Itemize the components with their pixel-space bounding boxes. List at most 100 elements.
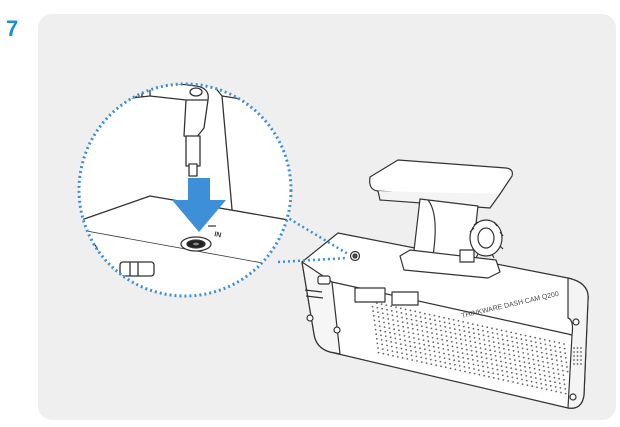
grille-dot [554,350,557,352]
vent-dot [573,363,575,365]
grille-dot [521,383,524,385]
grille-dot [447,317,450,320]
grille-dot [564,392,567,395]
grille-dot [523,361,526,364]
grille-dot [396,355,399,358]
grille-dot [507,380,510,382]
grille-dot [514,363,517,366]
grille-dot [434,323,437,326]
grille-dot [389,331,391,334]
grille-dot [462,325,465,328]
grille-dot [462,356,465,359]
grille-dot [501,334,504,336]
grille-dot [449,367,452,370]
vent-dot [576,347,579,349]
grille-dot [515,372,518,375]
grille-dot [519,333,522,336]
grille-dot [477,369,480,371]
grille-dot [486,326,489,329]
grille-dot [540,387,543,390]
grille-dot [545,348,547,350]
grille-dot [474,341,477,344]
grille-dot [562,374,565,376]
grille-dot [424,317,427,320]
grille-dot [446,339,448,342]
grille-dot [553,341,556,343]
grille-dot [447,353,450,356]
grille-dot [393,332,396,335]
grille-dot [531,385,534,388]
grille-dot [386,349,389,351]
grille-dot [471,354,474,357]
grille-dot [468,367,471,369]
grille-dot [471,323,474,325]
grille-dot [549,349,552,351]
grille-dot [461,347,463,350]
grille-dot [419,311,421,314]
grille-dot [525,375,528,377]
grille-dot [543,374,546,377]
grille-dot [481,361,484,363]
grille-dot [506,370,508,373]
grille-dot [449,331,452,334]
grille-dot [524,334,527,337]
grille-dot [531,354,534,356]
grille-dot [564,356,567,359]
grille-dot [373,319,376,322]
grille-dot [498,351,501,354]
grille-dot [453,363,456,366]
grille-dot [377,351,380,354]
grille-dot [390,345,393,348]
grille-dot [435,328,438,331]
grille-dot [396,320,399,322]
grille-dot [473,368,475,370]
grille-dot [546,361,549,364]
grille-dot [487,371,490,373]
grille-dot [401,316,403,319]
grille-dot [376,342,379,345]
grille-dot [473,337,476,339]
grille-dot [525,339,528,342]
vent-dot [580,363,582,365]
grille-dot [395,311,398,313]
grille-dot [515,332,517,335]
grille-dot [452,319,455,321]
grille-dot [393,328,396,331]
grille-dot [467,362,470,365]
grille-dot [548,375,551,378]
grille-dot [544,343,547,346]
grille-dot [437,342,439,345]
grille-dot [443,357,446,359]
grille-dot [484,348,487,350]
grille-dot [440,329,442,332]
grille-dot [558,346,561,349]
grille-dot [554,345,556,348]
grille-dot [394,337,397,340]
grille-dot [544,379,547,381]
grille-dot [535,346,538,348]
grille-dot [419,347,421,350]
grille-dot [549,384,552,387]
grille-dot [555,359,558,362]
grille-dot [566,366,568,368]
grille-dot [564,352,567,355]
grille-dot [511,340,514,343]
grille-dot [458,329,461,331]
windshield-mount [369,159,513,279]
grille-dot [390,309,393,312]
grille-dot [383,326,386,328]
grille-dot [508,353,511,356]
grille-dot [401,321,404,323]
grille-dot [478,373,481,376]
grille-dot [417,333,420,336]
grille-dot [459,338,462,341]
grille-dot [429,318,432,321]
grille-dot [392,323,395,326]
grille-dot [513,354,516,357]
grille-dot [380,334,382,337]
grille-dot [371,305,374,308]
grille-dot [404,344,407,346]
grille-dot [556,364,559,366]
grille-dot [462,321,465,323]
grille-dot [530,380,533,383]
